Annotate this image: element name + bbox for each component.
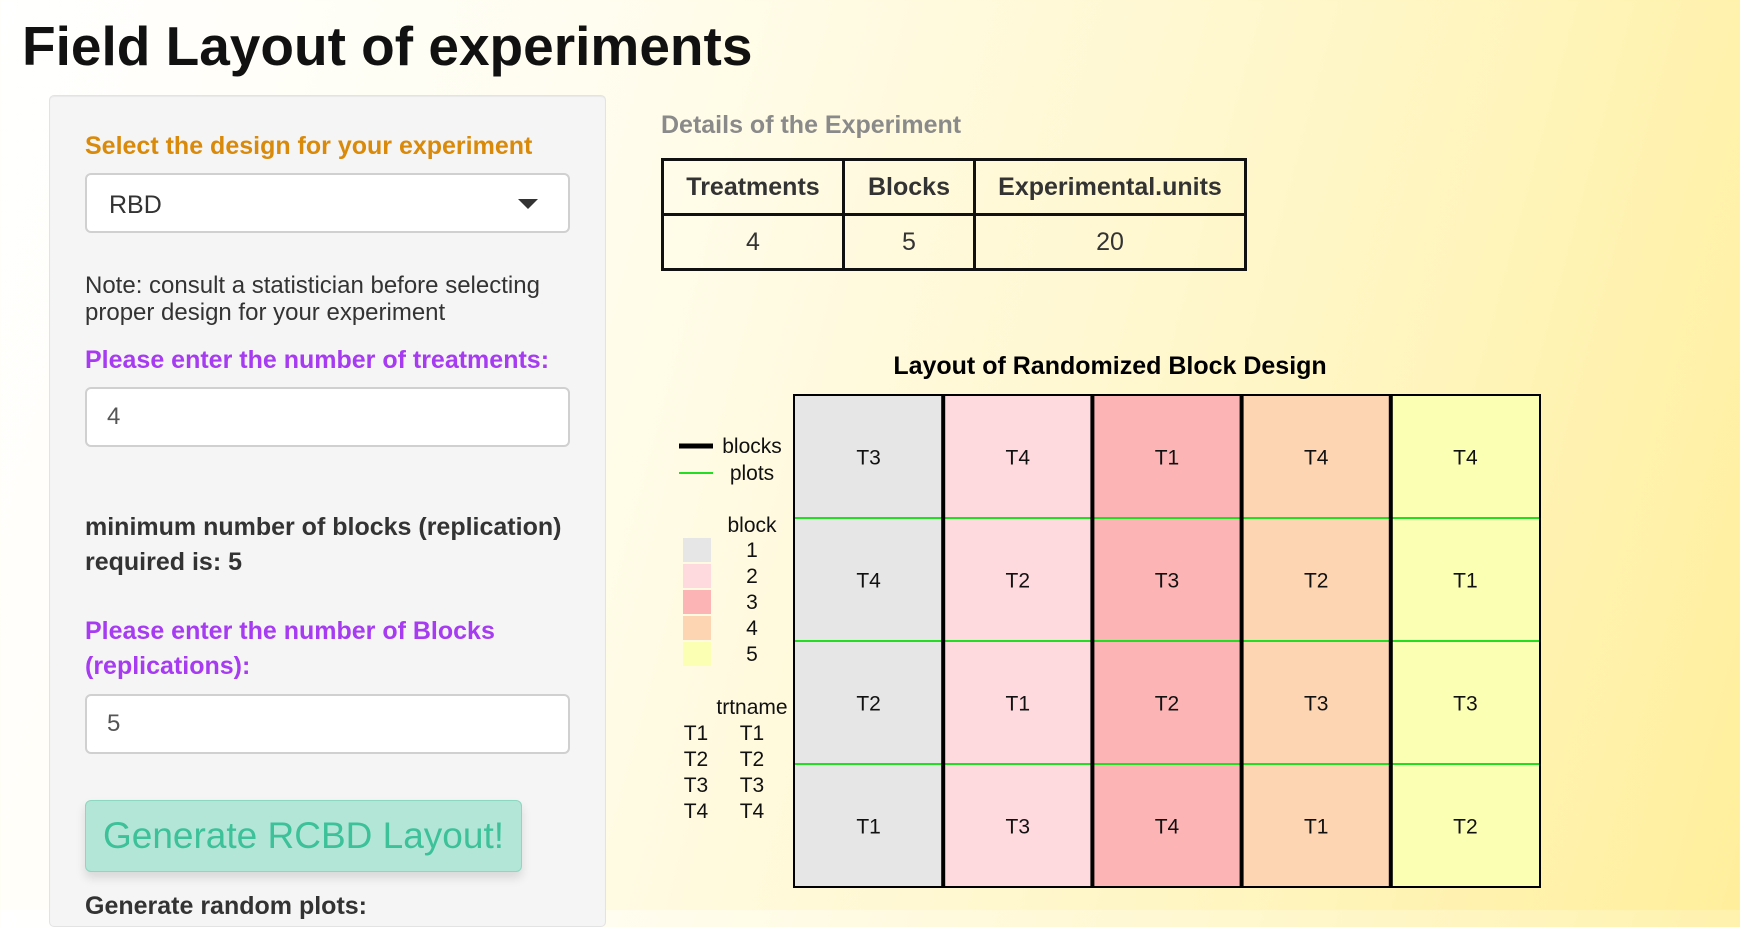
legend-plots-label: plots <box>730 462 774 485</box>
legend-trt-name: T3 <box>740 774 765 797</box>
blocks-label: Please enter the number of Blocks (repli… <box>85 617 495 680</box>
plot-cell <box>794 395 944 518</box>
table-header-cell: Experimental.units <box>973 158 1247 216</box>
legend-trt-code: T3 <box>684 774 709 797</box>
legend-block-label: 2 <box>746 565 758 588</box>
legend-trt-title: trtname <box>716 696 787 719</box>
table-cell: 5 <box>842 213 976 271</box>
plot-label: T4 <box>1155 816 1180 839</box>
legend-trt-name: T2 <box>740 748 765 771</box>
plot-label: T3 <box>1304 693 1329 716</box>
legend-block-swatch <box>683 538 711 562</box>
plot-label: T1 <box>1304 816 1329 839</box>
plot-cell <box>1390 764 1540 887</box>
legend-block-title: block <box>727 514 777 537</box>
plot-cell <box>1390 641 1540 764</box>
legend-trt-code: T1 <box>684 722 709 745</box>
chart-title: Layout of Randomized Block Design <box>893 352 1326 380</box>
plot-cell <box>1092 518 1242 641</box>
plot-cell <box>1390 395 1540 518</box>
treatments-input[interactable] <box>107 403 547 431</box>
plot-label: T3 <box>1155 570 1180 593</box>
plot-label: T3 <box>856 447 881 470</box>
plot-label: T3 <box>1453 693 1478 716</box>
table-cell: 4 <box>661 213 845 271</box>
plot-cell <box>1241 764 1391 887</box>
plot-cell <box>943 395 1093 518</box>
plot-cell <box>1241 641 1391 764</box>
table-header-cell: Treatments <box>661 158 845 216</box>
plot-cell <box>794 641 944 764</box>
table-header-cell: Blocks <box>842 158 976 216</box>
page-title: Field Layout of experiments <box>22 15 753 77</box>
table-cell: 20 <box>973 213 1247 271</box>
plot-label: T1 <box>1155 447 1180 470</box>
plot-cell <box>1390 518 1540 641</box>
plot-label: T4 <box>1453 447 1478 470</box>
design-select-label: Select the design for your experiment <box>85 132 533 160</box>
blocks-input[interactable] <box>107 710 547 738</box>
plot-label: T4 <box>856 570 881 593</box>
blocks-input-box[interactable] <box>85 694 570 754</box>
plot-label: T3 <box>1006 816 1031 839</box>
design-select-value: RBD <box>109 191 162 219</box>
details-title: Details of the Experiment <box>661 111 962 139</box>
plot-label: T4 <box>1006 447 1031 470</box>
legend-blocks-label: blocks <box>722 435 782 458</box>
plot-cell <box>1241 518 1391 641</box>
plot-cell <box>1092 641 1242 764</box>
plot-label: T1 <box>1453 570 1478 593</box>
design-note: Note: consult a statistician before sele… <box>85 272 540 326</box>
plot-cell <box>794 518 944 641</box>
legend-block-label: 3 <box>746 591 758 614</box>
min-blocks-text: minimum number of blocks (replication) r… <box>85 513 562 576</box>
plot-cell <box>1092 764 1242 887</box>
legend-block-swatch <box>683 616 711 640</box>
plot-label: T4 <box>1304 447 1329 470</box>
legend-block-label: 5 <box>746 643 758 666</box>
grid-border <box>793 394 1541 888</box>
plot-label: T1 <box>856 816 881 839</box>
plot-cell <box>1241 395 1391 518</box>
design-select[interactable]: RBD <box>85 173 570 233</box>
legend-trt-name: T4 <box>740 800 765 823</box>
treatments-input-box[interactable] <box>85 387 570 447</box>
chevron-down-icon[interactable] <box>518 199 538 209</box>
plot-cell <box>943 518 1093 641</box>
treatments-label: Please enter the number of treatments: <box>85 346 550 374</box>
table-header-row: Treatments Blocks Experimental.units <box>661 158 1247 216</box>
plot-label: T2 <box>1006 570 1031 593</box>
legend-block-label: 4 <box>746 617 758 640</box>
plot-cell <box>794 764 944 887</box>
plot-cell <box>943 641 1093 764</box>
legend-block-swatch <box>683 564 711 588</box>
layout-chart-svg: Layout of Randomized Block DesignT3T4T2T… <box>679 352 1541 888</box>
table-row: 4 5 20 <box>661 213 1247 271</box>
legend-trt-name: T1 <box>740 722 765 745</box>
details-table: Treatments Blocks Experimental.units 4 5… <box>661 158 1247 271</box>
plot-label: T2 <box>1304 570 1329 593</box>
generate-layout-button[interactable]: Generate RCBD Layout! <box>85 800 522 872</box>
plot-label: T2 <box>856 693 881 716</box>
plot-label: T2 <box>1453 816 1478 839</box>
generate-random-plots-label: Generate random plots: <box>85 892 367 920</box>
legend-block-swatch <box>683 642 711 666</box>
legend-trt-code: T2 <box>684 748 709 771</box>
plot-cell <box>943 764 1093 887</box>
legend-block-swatch <box>683 590 711 614</box>
plot-label: T1 <box>1006 693 1031 716</box>
plot-label: T2 <box>1155 693 1180 716</box>
legend-trt-code: T4 <box>684 800 709 823</box>
sidebar-panel <box>49 95 606 927</box>
plot-cell <box>1092 395 1242 518</box>
legend-block-label: 1 <box>746 539 758 562</box>
